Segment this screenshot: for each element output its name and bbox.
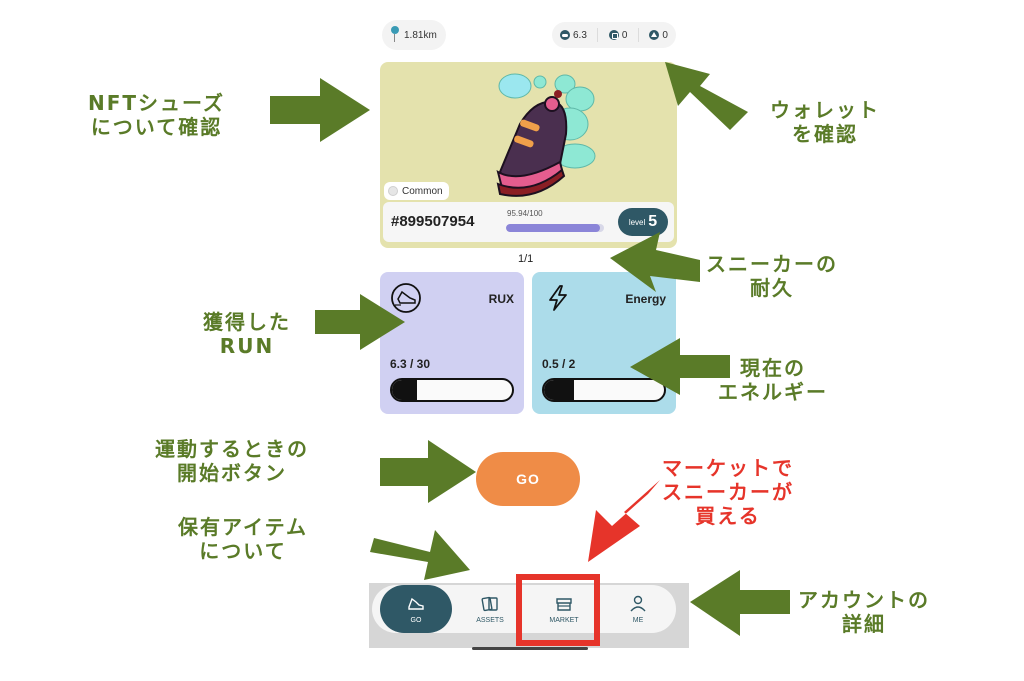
shoe-pager: 1/1: [518, 253, 534, 265]
shoe-id: #899507954: [391, 213, 475, 230]
run-stat-card: RUX 6.3 / 30: [380, 272, 524, 414]
run-progress-fill: [392, 380, 418, 400]
market-highlight-box: [516, 574, 600, 646]
store-icon: [556, 598, 572, 611]
annotation-market: マーケットでスニーカーが買える: [662, 456, 794, 528]
annotation-energy: 現在のエネルギー: [718, 356, 828, 404]
nav-label: MARKET: [549, 617, 579, 624]
sneaker-icon: [408, 597, 424, 610]
nav-label: ASSETS: [476, 617, 504, 624]
energy-progress-fill: [544, 380, 574, 400]
arrow-market: [588, 480, 660, 562]
energy-stat-card: Energy 0.5 / 2: [532, 272, 676, 414]
energy-stat-value: 0.5 / 2: [542, 357, 576, 371]
level-label: level: [628, 217, 646, 227]
wallet-value: 0: [621, 29, 628, 41]
wallet-value: 0: [662, 29, 668, 41]
rarity-icon: [388, 186, 398, 196]
run-stat-title: RUX: [488, 292, 514, 306]
rarity-label: Common: [402, 185, 443, 197]
cards-icon: [481, 596, 498, 612]
nav-item-market[interactable]: MARKET: [528, 585, 600, 633]
home-indicator: [472, 647, 588, 650]
divider: [597, 28, 599, 42]
nav-label: GO: [410, 617, 422, 624]
square-coin-icon: [608, 30, 619, 40]
distance-pill: 1.81km: [382, 20, 446, 50]
wallet-item-sneaker: 6.3: [560, 30, 587, 41]
shoe-card[interactable]: Common #899507954 95.94/100 level 5: [380, 62, 677, 248]
wallet-pill[interactable]: 6.3 0 0: [552, 22, 676, 48]
arrow-account: [690, 570, 790, 636]
location-pin-icon: [390, 26, 400, 44]
sneaker-coin-icon: [560, 30, 570, 40]
level-value: 5: [648, 213, 658, 230]
nav-label: ME: [632, 617, 644, 624]
divider: [637, 28, 639, 42]
wallet-value: 6.3: [573, 29, 587, 41]
annotation-wallet: ウォレットを確認: [770, 98, 880, 146]
run-stat-value: 6.3 / 30: [390, 357, 431, 371]
annotation-account: アカウントの詳細: [798, 588, 930, 636]
energy-stat-title: Energy: [625, 292, 666, 306]
nav-item-go[interactable]: GO: [380, 585, 452, 633]
durability-text: 95.94/100: [507, 209, 543, 218]
energy-progress-bar: [542, 378, 666, 402]
durability-bar-fill: [506, 224, 601, 232]
person-icon: [630, 595, 646, 612]
annotation-items: 保有アイテムについて: [178, 515, 308, 563]
arrow-nft-shoes: [270, 78, 370, 142]
wallet-item-triangle: 0: [649, 30, 668, 41]
nav-item-assets[interactable]: ASSETS: [454, 585, 526, 633]
wallet-item-square: 0: [608, 29, 628, 41]
triangle-coin-icon: [649, 30, 660, 40]
nav-item-me[interactable]: ME: [602, 585, 674, 633]
annotation-nft-shoes: NFTシューズについて確認: [88, 91, 226, 139]
arrow-items: [370, 530, 470, 580]
lightning-icon: [549, 285, 567, 311]
level-badge[interactable]: level 5: [618, 208, 668, 236]
distance-value: 1.81km: [404, 29, 437, 41]
arrow-start: [380, 440, 476, 503]
rarity-badge: Common: [384, 182, 449, 200]
run-progress-bar: [390, 378, 514, 402]
go-button[interactable]: GO: [476, 452, 580, 506]
annotation-durability: スニーカーの耐久: [706, 252, 838, 300]
annotation-start-button: 運動するときの開始ボタン: [155, 437, 309, 485]
shoe-info-panel: #899507954 95.94/100 level 5: [383, 202, 674, 242]
running-shoe-icon: [391, 283, 421, 313]
durability-bar: [506, 224, 604, 232]
sneaker-image: [496, 73, 596, 197]
arrow-wallet: [665, 62, 748, 130]
